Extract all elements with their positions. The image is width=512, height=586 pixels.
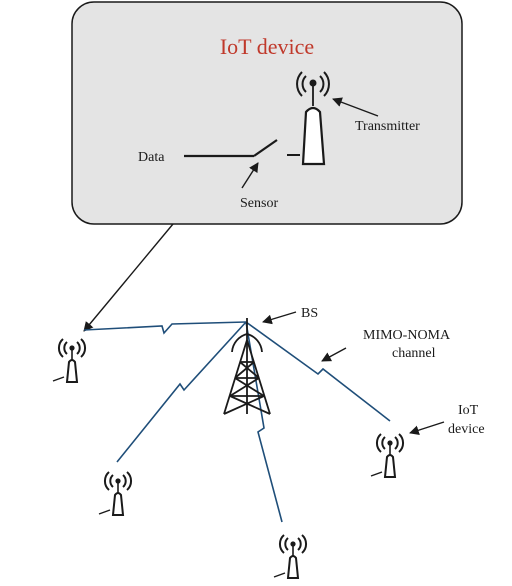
device-box-title: IoT device — [220, 34, 314, 59]
sensor-pointer — [241, 162, 259, 189]
wireless-links — [83, 321, 391, 523]
device-box-frame — [71, 1, 463, 225]
transmitter-pointer — [332, 97, 379, 117]
iot-device-4-icon — [370, 433, 405, 478]
channel-pointer — [321, 347, 347, 362]
iot-label-line2: device — [448, 422, 485, 437]
iot-device-1-icon — [52, 338, 87, 383]
iot-device-box: IoT device Transmitter Data Sensor — [71, 1, 463, 225]
bs-pointer — [262, 311, 297, 325]
link-to-device-2 — [116, 321, 247, 463]
iot-device-pointer — [409, 421, 445, 435]
iot-device-2-icon — [98, 471, 133, 516]
iot-label-line1: IoT — [458, 403, 479, 418]
transmitter-icon — [287, 71, 330, 166]
bs-label: BS — [301, 306, 318, 321]
iot-device-3-icon — [273, 534, 308, 579]
data-label: Data — [138, 150, 165, 165]
channel-label-line2: channel — [392, 346, 436, 361]
sensor-label: Sensor — [240, 196, 278, 211]
zoom-connector — [83, 223, 174, 332]
link-to-device-1 — [83, 321, 247, 335]
sensor-switch-icon — [253, 139, 278, 157]
transmitter-label: Transmitter — [355, 119, 420, 134]
link-to-device-4 — [245, 321, 391, 422]
channel-label-line1: MIMO-NOMA — [363, 328, 451, 343]
base-station-tower-icon — [223, 318, 271, 415]
